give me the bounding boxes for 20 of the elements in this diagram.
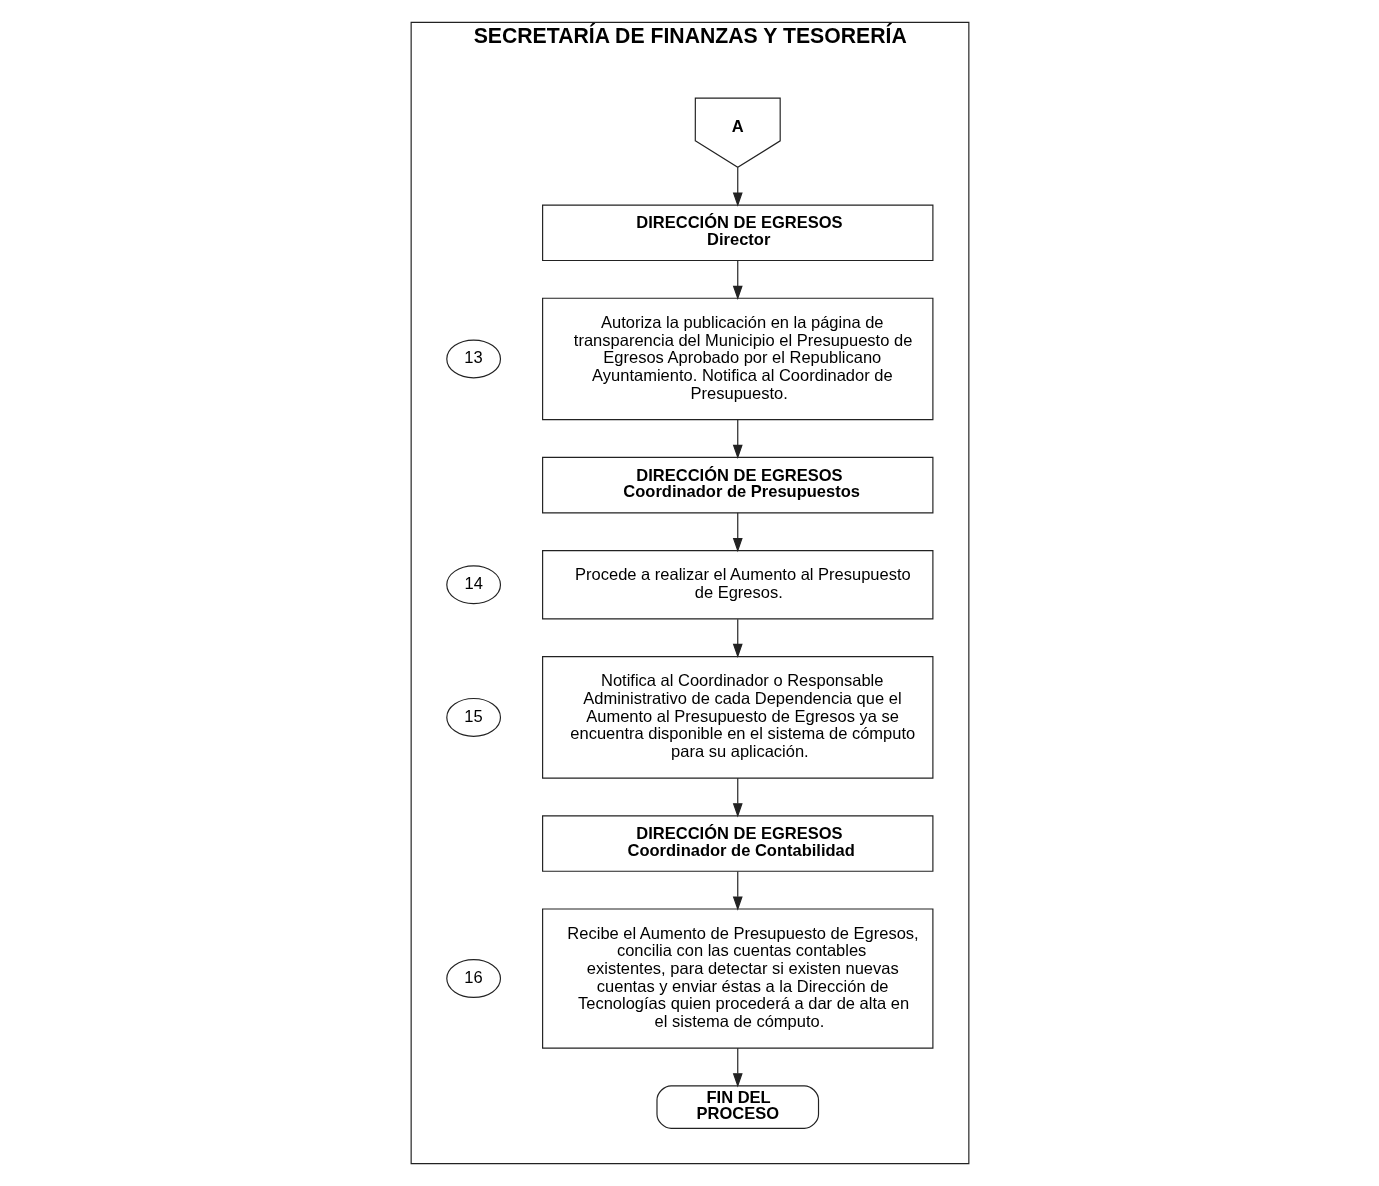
node-ellipse: 13 (445, 339, 501, 379)
arrow (732, 259, 743, 300)
arrow (732, 166, 743, 207)
arrow (732, 871, 743, 911)
node-box: Procede a realizar el Aumento al Presupuesto de Egresos. (541, 549, 933, 620)
node-box: Autoriza la publicación en la página de transparencia del Municipio el Presupuesto de Egresos Aprobado por el Republicano Ayuntamiento. Notifica al Coordinador de Presupuesto. (541, 297, 933, 421)
arrow (732, 618, 743, 658)
node-ellipse: 14 (445, 565, 501, 605)
arrow (732, 419, 743, 459)
node-box: Recibe el Aumento de Presupuesto de Egresos, concilia con las cuentas contables existentes, para detectar si existen nuevas cuentas y enviar éstas a la Dirección de Tecnologías quien procederá a dar de alta en el sistema de cómputo. (541, 908, 933, 1049)
node-ellipse: 15 (445, 697, 501, 737)
node-box: DIRECCIÓN DE EGRESOS Coordinador de Presupuestos (541, 456, 933, 514)
node-box: Notifica al Coordinador o Responsable Administrativo de cada Dependencia que el Aumento al Presupuesto de Egresos ya se encuentra disponible en el sistema de cómputo para su aplicación. (541, 656, 933, 779)
arrow (732, 777, 743, 818)
node-box: DIRECCIÓN DE EGRESOS Coordinador de Contabilidad (541, 815, 933, 872)
arrow (732, 1047, 743, 1088)
node-box: DIRECCIÓN DE EGRESOS Director (541, 204, 933, 262)
arrow (732, 512, 743, 553)
node-ellipse: 16 (445, 959, 501, 999)
node-box: FIN DEL PROCESO (655, 1085, 819, 1129)
